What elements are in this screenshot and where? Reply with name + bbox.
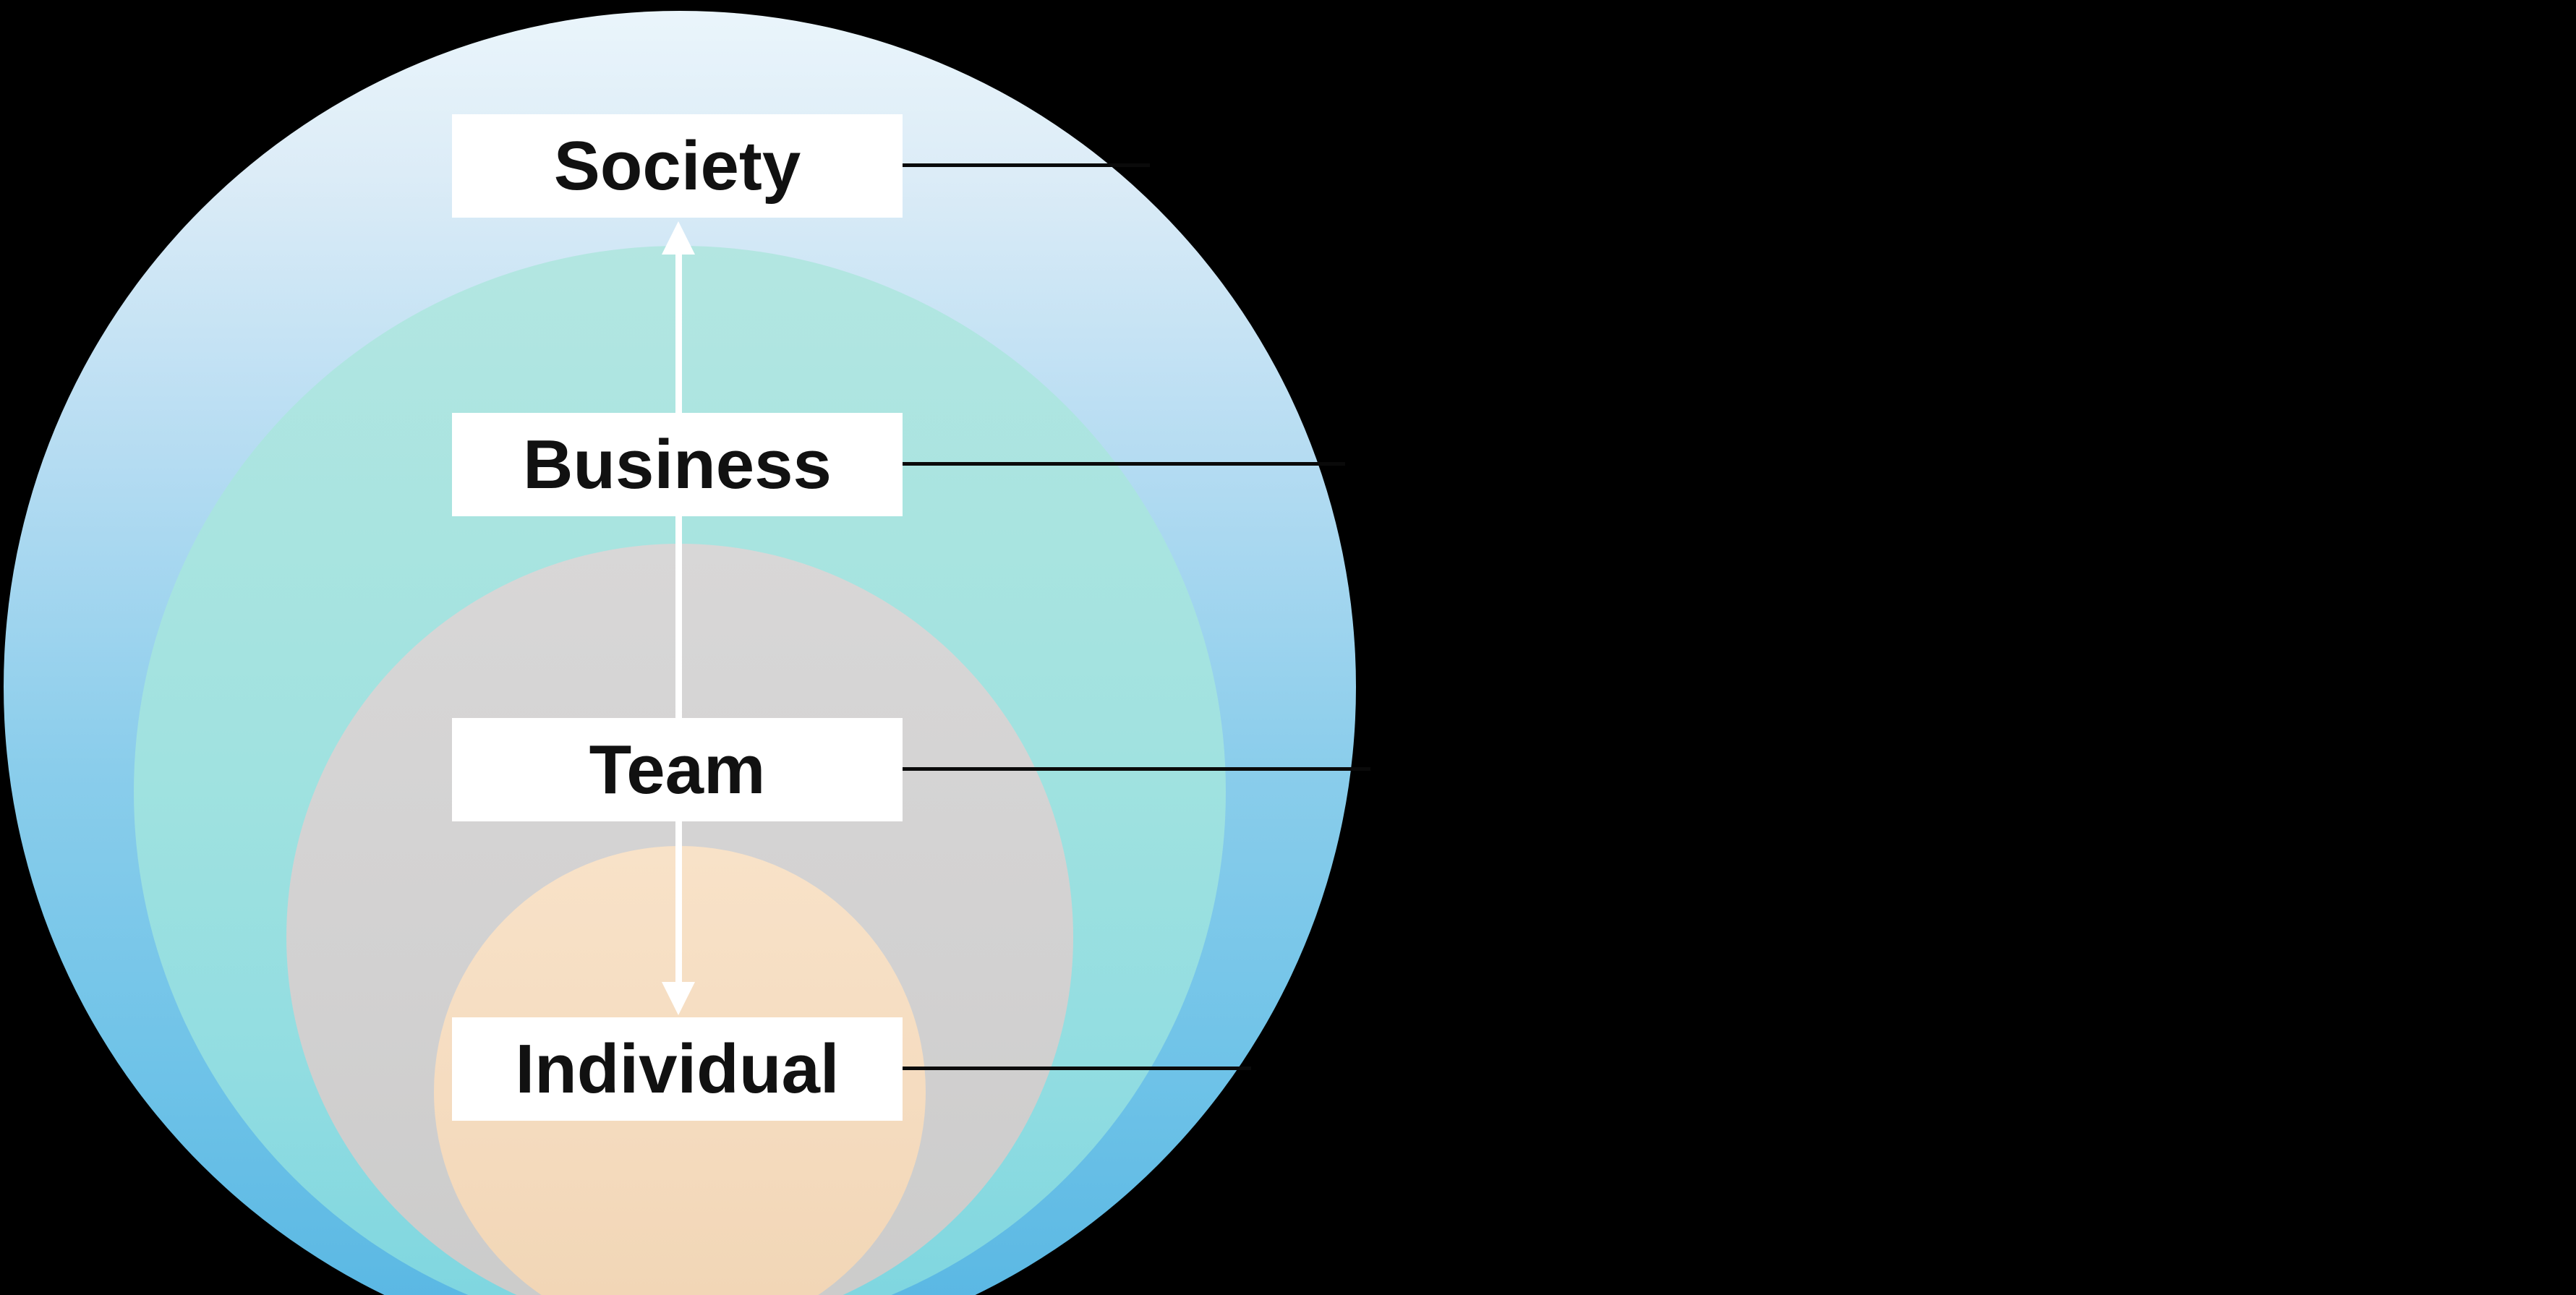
team-label-box: Team [452,718,903,821]
arrow-line-segment-top [675,252,682,413]
business-label-box: Business [452,413,903,516]
society-label: Society [553,127,801,205]
team-callout-line [900,767,1370,771]
down-arrowhead-icon [662,982,695,1015]
business-label: Business [523,425,832,503]
society-label-box: Society [452,114,903,218]
individual-label-box: Individual [452,1017,903,1121]
arrow-line-segment-middle [675,516,682,718]
individual-label: Individual [515,1030,840,1108]
team-label: Team [589,730,766,808]
up-arrowhead-icon [662,221,695,255]
arrow-line-segment-bottom [675,821,682,983]
individual-callout-line [900,1067,1251,1070]
business-callout-line [900,462,1345,466]
society-callout-line [900,163,1150,167]
